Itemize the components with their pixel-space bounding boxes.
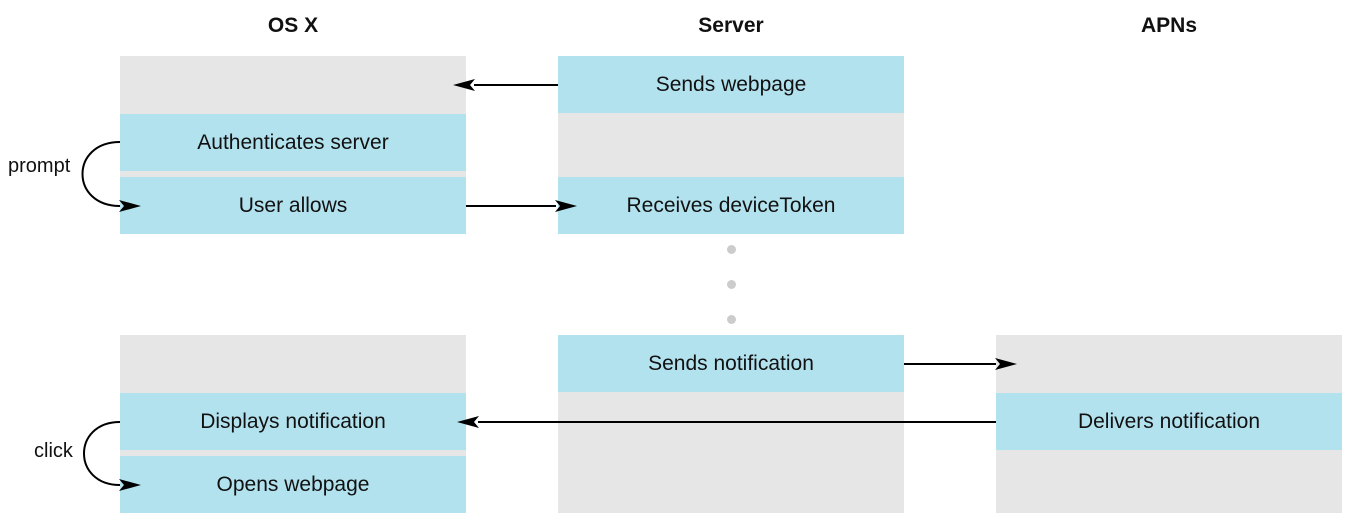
- step-displays-notification: Displays notification: [120, 393, 466, 450]
- column-title-apns: APNs: [1140, 14, 1198, 37]
- arrow-sends-notification: [904, 358, 1017, 370]
- loop-arrow-click: [83, 421, 141, 491]
- column-title-server: Server: [698, 14, 764, 37]
- step-sends-webpage: Sends webpage: [558, 56, 904, 113]
- step-delivers-notification: Delivers notification: [996, 393, 1342, 450]
- arrow-sends-webpage: [453, 79, 558, 91]
- arrow-delivers-notification: [457, 416, 996, 428]
- loop-label-prompt: prompt: [8, 155, 71, 177]
- ellipsis-dot: [727, 245, 736, 254]
- step-user-allows: User allows: [120, 177, 466, 234]
- arrow-user-allows: [466, 200, 577, 212]
- ellipsis-dot: [727, 280, 736, 289]
- step-receives-device-token: Receives deviceToken: [558, 177, 904, 234]
- step-authenticates-server: Authenticates server: [120, 114, 466, 171]
- ellipsis-dot: [727, 315, 736, 324]
- loop-arrow-prompt: [81, 141, 141, 212]
- column-title-osx: OS X: [267, 14, 319, 37]
- step-sends-notification: Sends notification: [558, 335, 904, 392]
- step-opens-webpage: Opens webpage: [120, 456, 466, 513]
- loop-label-click: click: [34, 440, 73, 462]
